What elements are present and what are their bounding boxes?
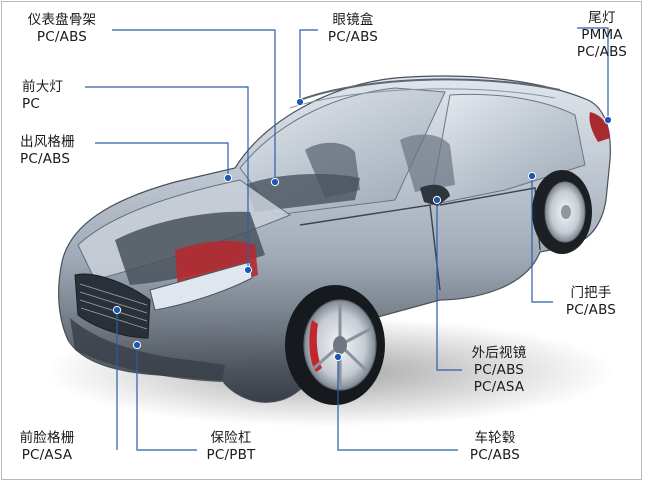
callout-headlight-material: PC <box>22 96 40 112</box>
dot-bumper <box>132 340 142 350</box>
callout-front-grille-material: PC/ASA <box>21 447 73 463</box>
side-windows <box>429 93 586 206</box>
callout-front-grille-name: 前脸格栅 <box>19 430 75 446</box>
front-grille-shape <box>74 273 151 339</box>
leader-glasses-box <box>299 29 318 102</box>
roof-rail <box>299 78 561 101</box>
callout-tail-light: 尾灯 PMMA PC/ABS <box>567 10 637 61</box>
leader-side-mirror <box>436 200 462 371</box>
callout-glasses-box-material: PC/ABS <box>327 29 379 45</box>
dot-front-grille <box>112 305 122 315</box>
callout-bumper-material: PC/PBT <box>206 447 256 463</box>
dot-glasses-box <box>295 97 305 107</box>
callout-bumper-name: 保险杠 <box>210 430 252 446</box>
headlight-shape <box>149 261 253 311</box>
callout-door-handle: 门把手 PC/ABS <box>556 285 626 319</box>
callout-side-mirror: 外后视镜 PC/ABS PC/ASA <box>464 345 534 396</box>
leader-wheel-hub <box>337 357 458 451</box>
anchor-dots <box>112 97 613 362</box>
dot-dashboard-frame <box>270 177 280 187</box>
brake-caliper <box>309 320 322 372</box>
callout-wheel-hub-name: 车轮毂 <box>474 430 516 446</box>
leader-bumper <box>136 345 197 451</box>
callout-dashboard-frame-material: PC/ABS <box>36 29 88 45</box>
front-bumper-shape <box>70 318 225 382</box>
dot-side-mirror <box>432 195 442 205</box>
side-mirror-shape <box>420 184 450 206</box>
dot-wheel-hub <box>333 352 343 362</box>
callout-dashboard-frame-name: 仪表盘骨架 <box>27 12 97 28</box>
callout-front-grille: 前脸格栅 PC/ASA <box>8 430 86 464</box>
callout-side-mirror-name: 外后视镜 <box>471 345 527 361</box>
callout-side-mirror-material-2: PC/ASA <box>473 379 525 395</box>
callout-vent-grille-material: PC/ABS <box>20 151 71 167</box>
leader-lines <box>85 27 609 451</box>
rear-wheel <box>532 170 592 254</box>
callout-glasses-box-name: 眼镜盒 <box>332 12 374 28</box>
leader-dashboard-frame <box>112 29 276 182</box>
callout-tail-light-material-1: PMMA <box>581 27 623 43</box>
callout-door-handle-material: PC/ABS <box>565 302 617 318</box>
callout-dashboard-frame: 仪表盘骨架 PC/ABS <box>8 12 116 46</box>
tail-light-shape <box>589 112 610 142</box>
leader-headlight <box>85 86 249 270</box>
callout-glasses-box: 眼镜盒 PC/ABS <box>318 12 388 46</box>
callout-wheel-hub-material: PC/ABS <box>469 447 521 463</box>
dot-vent-grille <box>223 173 233 183</box>
leader-door-handle <box>531 176 553 303</box>
callout-vent-grille-name: 出风格栅 <box>20 134 75 150</box>
callout-side-mirror-material-1: PC/ABS <box>473 362 525 378</box>
callout-bumper: 保险杠 PC/PBT <box>198 430 264 464</box>
callout-headlight-name: 前大灯 <box>22 79 64 95</box>
callout-headlight: 前大灯 PC <box>22 79 84 113</box>
leader-tail-light <box>577 27 609 120</box>
front-wheel <box>285 285 385 405</box>
callout-tail-light-material-2: PC/ABS <box>576 44 628 60</box>
callout-wheel-hub: 车轮毂 PC/ABS <box>460 430 530 464</box>
callout-vent-grille: 出风格栅 PC/ABS <box>20 134 95 168</box>
callout-tail-light-name: 尾灯 <box>588 10 616 26</box>
dot-tail-light <box>603 115 613 125</box>
rear-seat <box>400 134 455 192</box>
leader-vent-grille <box>95 142 229 178</box>
callout-door-handle-name: 门把手 <box>570 285 612 301</box>
roof-rail-inner <box>289 88 556 109</box>
dot-door-handle <box>527 171 537 181</box>
dot-headlight <box>243 265 253 275</box>
